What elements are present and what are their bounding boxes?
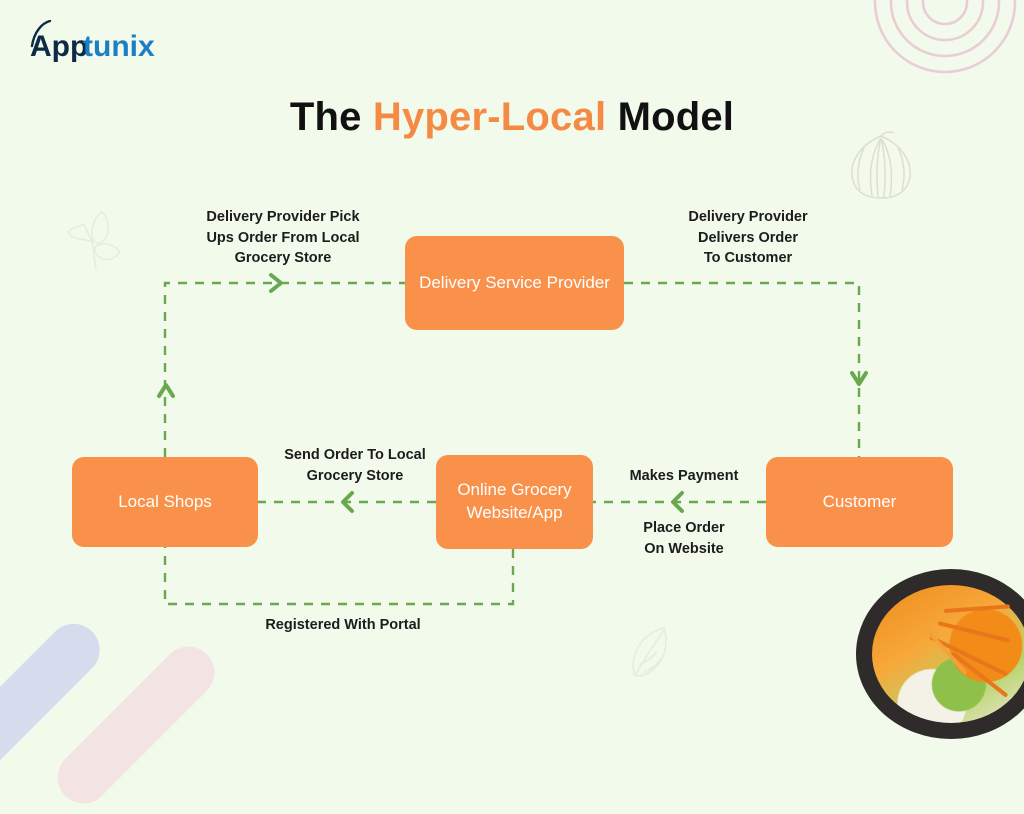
title-highlight: Hyper-Local — [372, 95, 607, 139]
title-suffix: Model — [606, 95, 735, 139]
arrow-left-to-online — [671, 491, 684, 513]
apptunix-logo: App tunix — [24, 20, 174, 66]
arrow-left-to-local — [341, 491, 354, 513]
node-local-shops[interactable]: Local Shops — [72, 457, 258, 547]
logo-text-app: App — [30, 30, 88, 63]
node-delivery-service-provider[interactable]: Delivery Service Provider — [405, 236, 624, 330]
page-title: The Hyper-Local Model — [0, 95, 1024, 140]
edge-dsp-to-customer — [624, 281, 861, 457]
logo-mark: App tunix — [30, 20, 155, 63]
edge-label-send: Send Order To Local Grocery Store — [284, 447, 426, 484]
node-customer[interactable]: Customer — [766, 457, 953, 547]
arrow-right-to-dsp — [269, 273, 283, 293]
edge-label-deliver: Delivery Provider Delivers Order To Cust… — [688, 209, 808, 267]
edge-label-payment: Makes Payment — [629, 468, 739, 484]
edge-local-to-dsp — [163, 281, 405, 457]
edge-registered-with-portal — [163, 547, 515, 606]
logo-text-tunix: tunix — [83, 30, 155, 63]
arrow-up-to-dsp — [157, 383, 175, 398]
node-online-grocery[interactable]: Online Grocery Website/App — [436, 455, 593, 549]
edge-label-pickup: Delivery Provider Pick Ups Order From Lo… — [206, 209, 360, 267]
edge-label-register: Registered With Portal — [265, 617, 421, 633]
arrow-down-to-customer — [850, 371, 868, 386]
edge-label-place: Place Order On Website — [643, 520, 725, 557]
title-prefix: The — [289, 95, 373, 139]
flow-connectors — [157, 273, 868, 606]
